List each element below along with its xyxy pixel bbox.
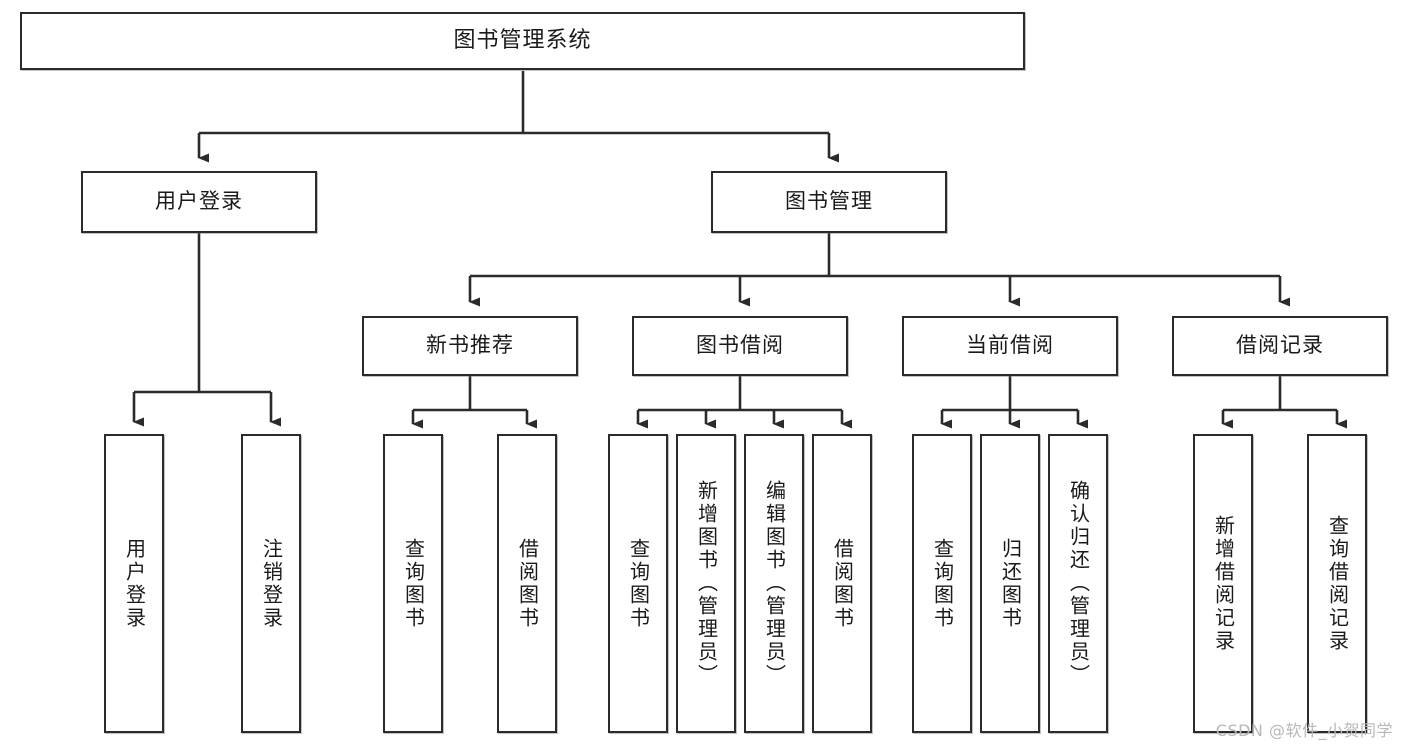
node-borrow-record[interactable]: 借阅记录 [1172,316,1388,376]
leaf-borrow-add-book[interactable]: 新增图书（管理员） [676,434,736,733]
node-label: 确认归还（管理员） [1066,480,1091,687]
node-label: 注销登录 [259,537,284,630]
node-current-borrow[interactable]: 当前借阅 [902,316,1118,376]
leaf-user-login-login[interactable]: 用户登录 [104,434,164,733]
node-label: 用户登录 [155,189,243,214]
node-label: 图书管理系统 [453,28,592,54]
node-label: 图书借阅 [696,333,784,358]
node-label: 新书推荐 [426,333,514,358]
node-label: 借阅图书 [515,537,540,630]
node-label: 查询借阅记录 [1325,514,1350,653]
leaf-borrow-borrow-book[interactable]: 借阅图书 [812,434,872,733]
leaf-new-book-query[interactable]: 查询图书 [383,434,443,733]
leaf-current-confirm-return[interactable]: 确认归还（管理员） [1048,434,1108,733]
node-label: 新增图书（管理员） [694,480,719,687]
node-book-management[interactable]: 图书管理 [711,171,947,233]
node-label: 新增借阅记录 [1211,514,1236,653]
node-label: 用户登录 [122,537,147,630]
node-root-system[interactable]: 图书管理系统 [20,12,1025,70]
leaf-record-query[interactable]: 查询借阅记录 [1307,434,1367,733]
node-label: 编辑图书（管理员） [762,480,787,687]
leaf-record-add[interactable]: 新增借阅记录 [1193,434,1253,733]
node-book-borrow[interactable]: 图书借阅 [632,316,848,376]
node-label: 查询图书 [930,537,955,630]
leaf-new-book-borrow[interactable]: 借阅图书 [497,434,557,733]
node-label: 借阅图书 [830,537,855,630]
node-user-login[interactable]: 用户登录 [81,171,317,233]
leaf-current-return-book[interactable]: 归还图书 [980,434,1040,733]
leaf-current-query-book[interactable]: 查询图书 [912,434,972,733]
node-label: 借阅记录 [1236,333,1324,358]
node-label: 图书管理 [785,189,873,214]
node-label: 归还图书 [998,537,1023,630]
leaf-borrow-query-book[interactable]: 查询图书 [608,434,668,733]
leaf-borrow-edit-book[interactable]: 编辑图书（管理员） [744,434,804,733]
node-label: 当前借阅 [966,333,1054,358]
node-label: 查询图书 [626,537,651,630]
node-label: 查询图书 [401,537,426,630]
node-new-book-recommend[interactable]: 新书推荐 [362,316,578,376]
leaf-user-login-logout[interactable]: 注销登录 [241,434,301,733]
